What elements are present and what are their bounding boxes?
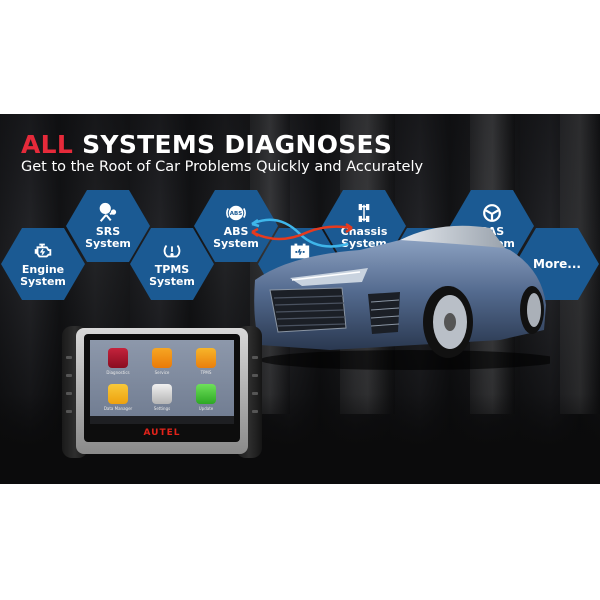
autel-scan-tablet: Diagnostics Service TPMS Data Manager Se…: [62, 326, 262, 458]
hex-engine-system[interactable]: Engine System: [1, 228, 85, 300]
svg-text:ABS: ABS: [230, 211, 242, 217]
hex-label: Engine: [21, 263, 65, 276]
banner-title: ALL SYSTEMS DIAGNOSES: [21, 130, 392, 159]
car-image: [254, 225, 550, 370]
app-label: TPMS: [200, 370, 212, 375]
hex-label: System: [85, 237, 131, 250]
app-label: Diagnostics: [106, 370, 130, 375]
app-label: Settings: [153, 406, 171, 411]
tablet-screen: Diagnostics Service TPMS Data Manager Se…: [90, 340, 234, 424]
tablet-bezel: Diagnostics Service TPMS Data Manager Se…: [84, 334, 240, 442]
tpms-app-icon[interactable]: [196, 348, 216, 368]
app-label: Data Manager: [103, 406, 133, 411]
tablet-nav-bar: [90, 416, 234, 424]
data-manager-app-icon[interactable]: [108, 384, 128, 404]
chassis-icon: [353, 202, 375, 224]
hex-abs-system[interactable]: ABS ABS System: [194, 190, 278, 262]
banner-subtitle: Get to the Root of Car Problems Quickly …: [21, 159, 424, 175]
hex-label: System: [149, 275, 195, 288]
hex-srs-system[interactable]: SRS System: [66, 190, 150, 262]
tire-pressure-icon: [161, 240, 183, 262]
app-label: Service: [154, 370, 170, 375]
hex-label: More...: [533, 257, 581, 271]
tablet-frame: Diagnostics Service TPMS Data Manager Se…: [76, 328, 248, 454]
hex-tpms-system[interactable]: TPMS System: [130, 228, 214, 300]
hex-label: ABS: [223, 225, 249, 238]
steering-wheel-icon: [481, 202, 503, 224]
update-app-icon[interactable]: [196, 384, 216, 404]
abs-icon: ABS: [225, 202, 247, 224]
diagnostics-app-icon[interactable]: [108, 348, 128, 368]
engine-icon: [32, 240, 54, 262]
signal-arrows-icon: [251, 218, 353, 248]
hex-label: System: [213, 237, 259, 250]
battery-icon: [289, 240, 311, 262]
hex-label: System: [20, 275, 66, 288]
autel-logo: AUTEL: [143, 428, 181, 438]
airbag-icon: [97, 202, 119, 224]
settings-app-icon[interactable]: [152, 384, 172, 404]
hero-banner: ALL SYSTEMS DIAGNOSES Get to the Root of…: [0, 114, 600, 484]
title-rest: SYSTEMS DIAGNOSES: [73, 130, 393, 159]
title-accent: ALL: [21, 130, 74, 159]
app-label: Update: [198, 406, 214, 411]
service-app-icon[interactable]: [152, 348, 172, 368]
hex-label: TPMS: [154, 263, 190, 276]
hex-label: SRS: [95, 225, 121, 238]
